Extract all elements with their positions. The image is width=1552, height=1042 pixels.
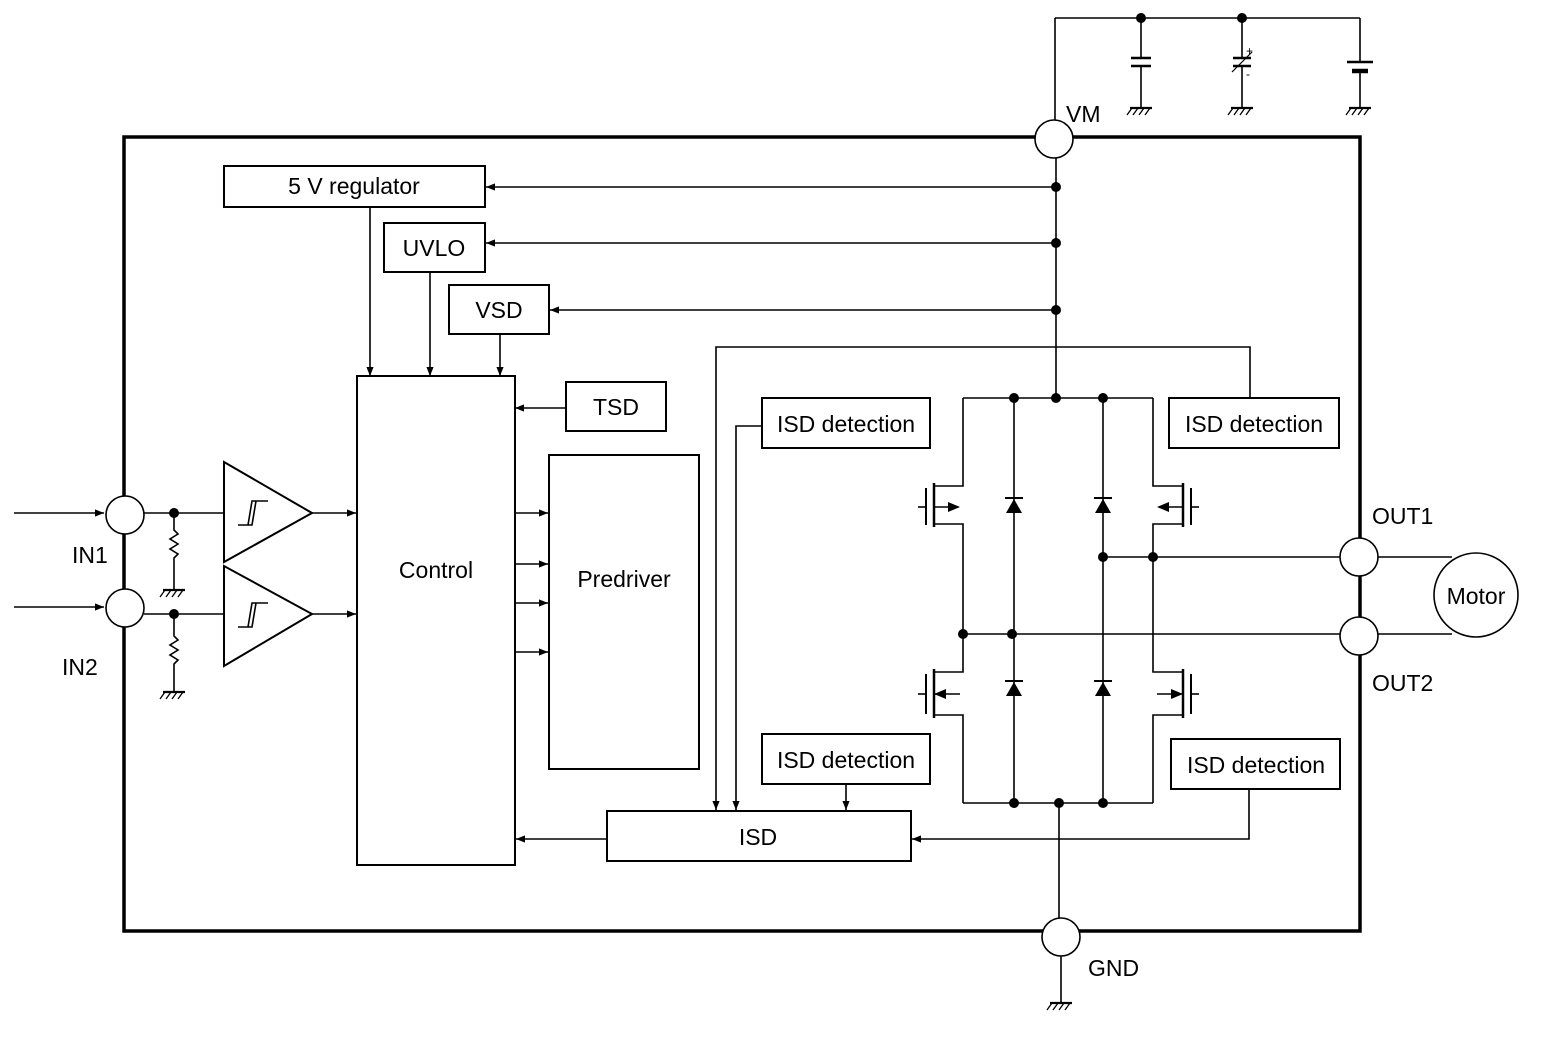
isd-detection-top-left [761, 397, 931, 449]
vsd-label: VSD [475, 297, 522, 323]
isd-block [606, 810, 912, 862]
isd-detection-top-left-label: ISD detection [777, 411, 915, 437]
tsd-label: TSD [593, 394, 639, 420]
regulator-block [223, 165, 486, 208]
battery-icon [1344, 18, 1373, 117]
out2-pin [1339, 616, 1379, 656]
predriver-label: Predriver [577, 566, 671, 592]
in2-pin [105, 588, 145, 628]
schmitt-trigger-icon [223, 460, 315, 564]
out1-label: OUT1 [1372, 503, 1433, 529]
isd-detection-top-right-label: ISD detection [1185, 411, 1323, 437]
isd-detection-bottom-right [1170, 738, 1341, 790]
vm-pin [1034, 119, 1074, 159]
electrolytic-capacitor-icon: + - [1226, 18, 1255, 117]
control-label: Control [399, 557, 473, 583]
in1-label: IN1 [72, 542, 108, 568]
resistor-icon [158, 614, 187, 701]
mosfet-icon [1157, 483, 1199, 527]
mosfet-icon [918, 483, 960, 527]
isd-detection-bottom-right-label: ISD detection [1187, 752, 1325, 778]
predriver-block [548, 454, 700, 770]
vsd-block [448, 284, 550, 335]
out1-pin [1339, 537, 1379, 577]
isd-detection-top-right [1168, 397, 1340, 449]
vm-label: VM [1066, 101, 1101, 127]
svg-text:+: + [1246, 44, 1253, 58]
control-block [356, 375, 516, 866]
in1-pin [105, 495, 145, 535]
h-bridge [918, 393, 1340, 918]
tsd-block [565, 381, 667, 432]
svg-text:-: - [1246, 67, 1250, 81]
gnd-label: GND [1088, 955, 1139, 981]
out2-label: OUT2 [1372, 670, 1433, 696]
diode-icon [1093, 497, 1113, 514]
motor [1433, 552, 1519, 638]
mosfet-icon [1157, 669, 1199, 718]
ground-icon [1045, 1001, 1074, 1012]
isd-detection-bottom-left-label: ISD detection [777, 747, 915, 773]
diode-icon [1004, 680, 1024, 697]
schmitt-trigger-icon [223, 564, 315, 668]
diode-icon [1093, 680, 1113, 697]
isd-label: ISD [739, 824, 777, 850]
motor-label: Motor [1447, 583, 1506, 609]
resistor-icon [158, 513, 187, 599]
in2-label: IN2 [62, 654, 98, 680]
supply-network: + - [1054, 13, 1373, 120]
capacitor-icon [1125, 18, 1154, 117]
diode-icon [1004, 497, 1024, 514]
gnd-pin [1041, 917, 1081, 957]
regulator-label: 5 V regulator [288, 173, 420, 199]
uvlo-block [383, 222, 486, 273]
uvlo-label: UVLO [403, 235, 466, 261]
mosfet-icon [918, 669, 960, 718]
